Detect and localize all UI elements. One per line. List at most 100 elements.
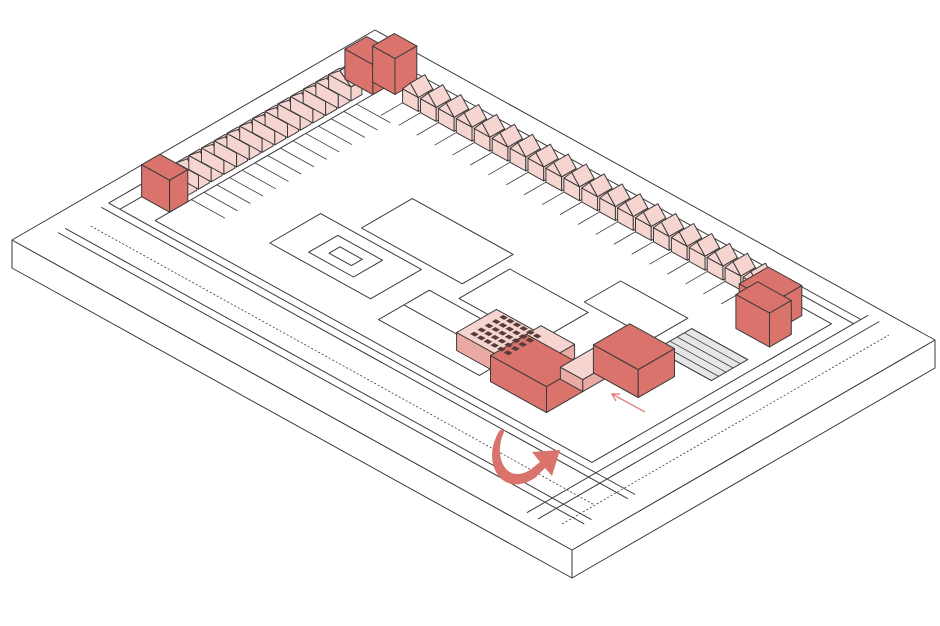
garden-plot-line <box>229 177 264 197</box>
seating-row <box>511 346 520 352</box>
garden-plot-line <box>667 261 690 275</box>
row-house-roof <box>571 163 595 188</box>
road-line-cross-0 <box>526 314 869 514</box>
seating-row <box>504 334 514 340</box>
garden-plot-line <box>292 140 327 160</box>
garden-plot-line <box>330 118 365 138</box>
seating-row <box>504 342 513 348</box>
seating-row <box>497 346 506 352</box>
garden-plot-line <box>488 161 511 176</box>
garden-plot-line <box>398 112 421 126</box>
field-top <box>361 198 514 285</box>
entrance-arrow <box>611 393 646 413</box>
row-house-roof <box>696 233 720 257</box>
garden-plot-line <box>631 241 654 255</box>
row-house-roof <box>409 74 434 98</box>
row-house-roof <box>553 153 577 178</box>
seating-row <box>490 334 500 340</box>
road-line-cross-1 <box>537 321 880 520</box>
garden-plot-line <box>280 147 315 168</box>
garden-plot-line <box>203 191 238 212</box>
garden-plot-line <box>318 125 353 146</box>
seating-row <box>518 341 527 347</box>
parking-stall-line <box>676 336 734 369</box>
seating-row <box>525 337 535 343</box>
seating-row <box>492 319 501 325</box>
arrows <box>492 393 646 485</box>
school-east-block <box>592 323 675 371</box>
garden-plot-line <box>416 122 439 136</box>
seating-row <box>470 331 479 337</box>
seating-row <box>505 326 514 332</box>
corner-building-right-2 <box>735 281 792 314</box>
seating-row <box>498 330 507 336</box>
seating-row <box>491 327 500 332</box>
garden-plot-line <box>216 184 251 204</box>
row-house-roof <box>535 143 559 168</box>
seating-row <box>483 339 493 345</box>
road-line-3 <box>108 202 636 495</box>
seating-row <box>512 322 522 328</box>
garden-plot-line <box>470 152 493 166</box>
garden-plot-line <box>305 133 340 153</box>
seating-row <box>498 322 508 328</box>
seating-row <box>506 318 515 324</box>
seating-row <box>503 350 513 356</box>
garden-plot-line <box>356 103 391 123</box>
row-house-roof <box>427 84 452 108</box>
road-line-0 <box>57 232 585 525</box>
seating-row <box>484 331 493 337</box>
row-house-roof <box>678 223 703 247</box>
school-building <box>456 308 675 414</box>
seating-row <box>499 314 508 320</box>
entry-turn-arrow <box>492 430 560 485</box>
seating-row <box>497 338 507 344</box>
row-house-roof <box>660 213 685 237</box>
garden-plot-line <box>595 221 618 235</box>
corner-building-top-2 <box>372 33 418 59</box>
parking-stall-line <box>669 340 727 373</box>
garden-plot-line <box>267 155 302 175</box>
garden-plot-line <box>541 191 565 206</box>
row-house-roof <box>732 252 756 277</box>
garden-plot-line <box>577 211 600 225</box>
seating-row <box>526 329 535 335</box>
row-house-roof <box>499 123 523 148</box>
row-house-roof <box>607 183 631 208</box>
row-house-roof <box>517 133 541 158</box>
seating-row <box>477 335 486 341</box>
road-line-2 <box>101 206 629 500</box>
row-house-roof <box>463 104 487 128</box>
buildings <box>141 33 803 348</box>
row-house-roof <box>714 242 738 267</box>
garden-plot-line <box>703 281 726 295</box>
garden-plot-line <box>254 162 289 182</box>
garden-plot-line <box>613 231 636 245</box>
garden-plot-line <box>452 142 475 156</box>
garden-plot-line <box>506 171 529 186</box>
row-house-roof <box>589 173 613 198</box>
track-infield <box>328 246 363 267</box>
entrance-arrow-head <box>610 393 620 402</box>
garden-plot-line <box>434 132 457 146</box>
garden-plot-line <box>242 169 277 190</box>
garden-plot-line <box>523 181 547 196</box>
seating-row <box>519 326 528 331</box>
garden-plot-line <box>649 251 672 265</box>
seating-row <box>511 338 521 344</box>
garden-plot-line <box>191 199 226 219</box>
garden-plot-line <box>685 271 708 285</box>
seating-row <box>490 342 499 348</box>
seating-row <box>532 333 542 339</box>
seating-row <box>512 330 521 336</box>
parking-stall-line <box>691 328 748 360</box>
garden-plot-line <box>343 111 378 131</box>
parking-stall-line <box>684 332 741 365</box>
seating-row <box>484 323 494 329</box>
road-centerline-2 <box>561 334 890 525</box>
seating-row <box>477 327 486 333</box>
row-house-roof <box>481 113 505 138</box>
row-house-roof <box>625 193 649 217</box>
row-house-roof <box>642 203 667 227</box>
